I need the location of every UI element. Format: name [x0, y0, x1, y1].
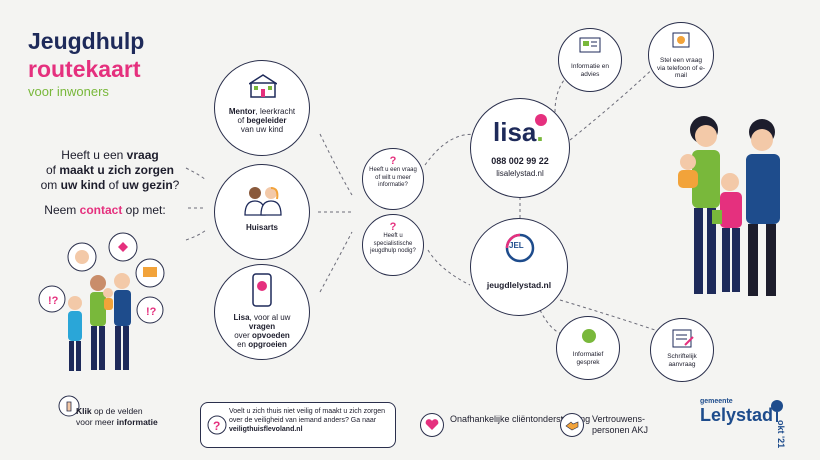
service-gesprek[interactable]: Informatief gesprek [556, 316, 620, 380]
school-icon [249, 74, 277, 98]
lisa-center-card[interactable]: lisa. 088 002 99 22 lisalelystad.nl [470, 98, 570, 198]
lisa-site: lisalelystad.nl [496, 169, 544, 178]
jel-logo-icon [505, 233, 535, 263]
chat-bubble-icon [535, 114, 547, 126]
brand-gemeente: gemeente [700, 398, 733, 405]
happy-family-illustration [678, 116, 780, 296]
intro-question: Heeft u een vraag of maakt u zich zorgen… [40, 148, 180, 192]
title-jeugdhulp: Jeugdhulp [28, 28, 145, 54]
bubble-specialist-text: Heeft u specialistische jeugdhulp nodig? [370, 233, 416, 254]
svg-text:!?: !? [146, 306, 157, 318]
bubble-info-text: Heeft u een vraag of wilt u meer informa… [369, 167, 417, 188]
huisarts-label: Huisarts [245, 223, 278, 232]
bubble-question-specialist[interactable]: ? Heeft u specialistische jeugdhulp nodi… [362, 214, 424, 276]
veilig-thuis-text: Voelt u zich thuis niet veilig of maakt … [229, 408, 386, 424]
svg-text:?: ? [213, 419, 220, 433]
brand-name: Lelystad [700, 405, 774, 425]
jel-site: jeugdlelystad.nl [486, 280, 552, 290]
form-icon [672, 329, 694, 348]
phone-email-icon [672, 32, 690, 48]
handshake-icon [560, 413, 584, 437]
lisa-phone: 088 002 99 22 [491, 156, 549, 166]
lelystad-logo: gemeente Lelystad [700, 398, 773, 426]
veilig-thuis-link[interactable]: veiligthuisflevoland.nl [229, 426, 303, 433]
heart-hand-icon [420, 413, 444, 437]
service-info-label: Informatie en advies [571, 63, 609, 78]
jel-center-card[interactable]: JEL jeugdlelystad.nl [470, 218, 568, 316]
click-hint: Klik op de velden voor meer informatie [76, 406, 158, 427]
service-vraag-label: Stel een vraag via telefoon of e-mail [656, 57, 706, 79]
chat-icon [582, 329, 596, 343]
jel-logo-text: JEL [509, 241, 524, 250]
service-info-advies[interactable]: Informatie en advies [558, 28, 622, 92]
warning-icon: ? [207, 415, 227, 435]
svg-text:!?: !? [48, 295, 59, 307]
phone-icon [252, 273, 272, 307]
edition-date: okt '21 [776, 420, 786, 449]
worried-family-illustration: !? !? [38, 232, 165, 371]
veilig-thuis-box[interactable]: ? Voelt u zich thuis niet veilig of maak… [200, 402, 396, 448]
title-routekaart: routekaart [28, 56, 141, 82]
touch-icon [58, 395, 80, 417]
contact-huisarts-card[interactable]: Huisarts [214, 164, 310, 260]
lelystad-emblem-icon [771, 400, 783, 422]
onafhankelijke-link[interactable]: Onafhankelijke cliëntondersteuning [450, 414, 591, 424]
lisa-logo: lisa. [493, 117, 544, 147]
service-vraag[interactable]: Stel een vraag via telefoon of e-mail [648, 22, 714, 88]
lisa-contact-text: Lisa, voor al uw vragen over opvoeden en… [233, 313, 291, 349]
service-gesprek-label: Informatief gesprek [572, 351, 604, 366]
mentor-text: Mentor, leerkracht of begeleider van uw … [228, 107, 296, 134]
contact-mentor-card[interactable]: Mentor, leerkracht of begeleider van uw … [214, 60, 310, 156]
vertrouwens-link[interactable]: Vertrouwens-personen AKJ [592, 414, 649, 435]
service-aanvraag[interactable]: Schriftelijk aanvraag [650, 318, 714, 382]
bubble-question-info[interactable]: ? Heeft u een vraag of wilt u meer infor… [362, 148, 424, 210]
contact-prompt: Neem contact op met: [44, 203, 166, 217]
service-aanvraag-label: Schriftelijk aanvraag [667, 353, 697, 368]
title-subtitle: voor inwoners [28, 84, 109, 99]
document-icon [579, 37, 601, 53]
contact-lisa-card[interactable]: Lisa, voor al uw vragen over opvoeden en… [214, 264, 310, 360]
question-mark-icon: ? [389, 221, 397, 233]
question-mark-icon: ? [389, 155, 397, 167]
doctors-icon [244, 187, 282, 216]
